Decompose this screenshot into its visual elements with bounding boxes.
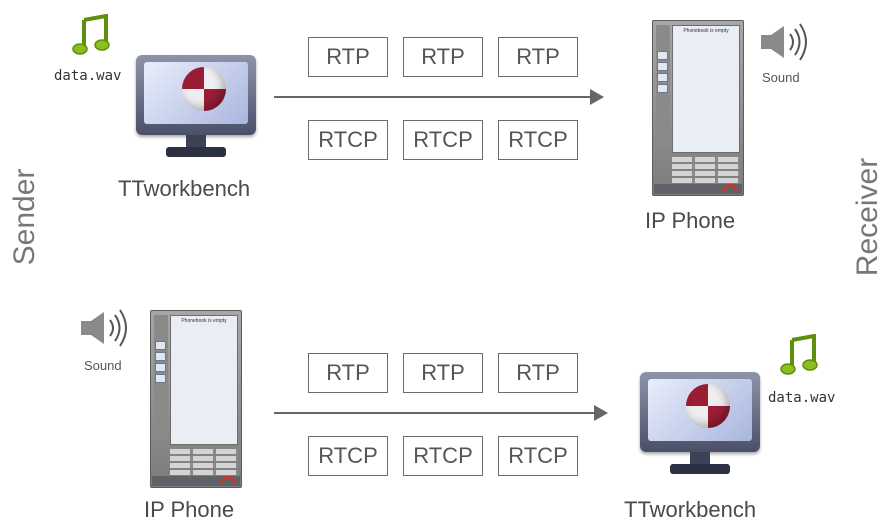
bottom-destination-label: TTworkbench	[624, 497, 757, 522]
bottom-source-label: IP Phone	[144, 497, 235, 522]
bottom-monitor-icon	[640, 372, 760, 482]
bottom-rtp-packet: RTP	[308, 353, 388, 393]
bottom-rtp-packet: RTP	[498, 353, 578, 393]
music-note-icon	[72, 14, 110, 55]
bottom-rtcp-packet: RTCP	[403, 436, 483, 476]
bottom-rtcp-packet: RTCP	[498, 436, 578, 476]
bottom-sound-label: Sound	[84, 358, 122, 373]
bottom-file-label: data.wav	[768, 390, 836, 406]
top-rtcp-packet: RTCP	[403, 120, 483, 160]
top-monitor-icon	[136, 55, 256, 165]
top-rtp-packet: RTP	[308, 37, 388, 77]
speaker-icon	[761, 23, 807, 61]
top-destination-label: IP Phone	[645, 208, 736, 233]
bottom-flow-arrow	[274, 405, 608, 421]
top-phone-display: Phonebook is empty	[672, 25, 740, 153]
receiver-label: Receiver	[851, 157, 884, 277]
speaker-icon	[81, 309, 127, 347]
top-rtcp-packet: RTCP	[308, 120, 388, 160]
top-rtp-packet: RTP	[403, 37, 483, 77]
top-rtp-packet: RTP	[498, 37, 578, 77]
top-file-label: data.wav	[54, 68, 122, 84]
top-source-label: TTworkbench	[118, 176, 251, 201]
top-rtcp-packet: RTCP	[498, 120, 578, 160]
music-note-icon	[780, 334, 818, 375]
bottom-rtp-packet: RTP	[403, 353, 483, 393]
bottom-phone-display: Phonebook is empty	[170, 315, 238, 445]
top-sound-label: Sound	[762, 70, 800, 85]
bottom-ip-phone-icon: Phonebook is empty	[150, 310, 242, 488]
sender-label: Sender	[8, 168, 41, 266]
top-flow-arrow	[274, 89, 604, 105]
top-ip-phone-icon: Phonebook is empty	[652, 20, 744, 196]
bottom-rtcp-packet: RTCP	[308, 436, 388, 476]
